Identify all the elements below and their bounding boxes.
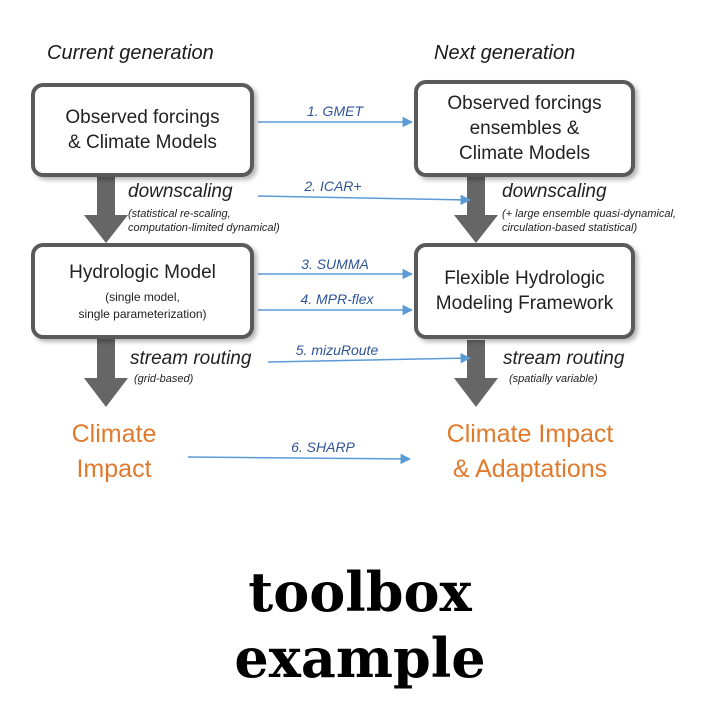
current-forcings-box: Observed forcings & Climate Models	[31, 83, 254, 177]
current-downscaling-note-line1: (statistical re-scaling,	[128, 208, 231, 220]
current-routing-note: (grid-based)	[134, 373, 194, 385]
tool-label-gmet: 1. GMET	[306, 103, 363, 119]
current-model-sub-line2: single parameterization)	[78, 306, 207, 321]
current-impact-line1: Climate	[71, 420, 157, 448]
next-model-line2: Modeling Framework	[435, 293, 614, 314]
current-downscaling-note: (statistical re-scaling, computation-lim…	[128, 207, 280, 236]
next-generation-heading: Next generation	[434, 42, 576, 64]
next-downscaling-label: downscaling	[502, 181, 607, 202]
next-forcings-line3: Climate Models	[459, 143, 590, 165]
current-forcings-line1: Observed forcings	[65, 106, 220, 128]
next-forcings-box: Observed forcings ensembles & Climate Mo…	[414, 80, 635, 177]
caption-line2: example	[234, 625, 486, 690]
next-modeling-framework-box: Flexible Hydrologic Modeling Framework	[414, 243, 635, 339]
current-hydrologic-model-box: Hydrologic Model (single model, single p…	[31, 243, 254, 339]
next-forcings-line2: ensembles &	[469, 117, 580, 139]
tool-label-summa: 3. SUMMA	[301, 256, 369, 272]
tool-label-mizuroute: 5. mizuRoute	[295, 342, 379, 358]
current-model-sub-line1: (single model,	[105, 290, 180, 305]
tool-label-sharp: 6. SHARP	[291, 439, 355, 455]
next-routing-label: stream routing	[503, 348, 625, 369]
next-model-line1: Flexible Hydrologic	[444, 267, 605, 289]
tool-arrow-icar	[257, 194, 472, 206]
tool-label-mpr-flex: 4. MPR-flex	[300, 291, 374, 307]
next-climate-impact: Climate Impact & Adaptations	[410, 417, 650, 487]
next-downscaling-note: (+ large ensemble quasi-dynamical, circu…	[502, 207, 676, 236]
flow-arrow-left-downscaling	[84, 175, 128, 243]
current-impact-line2: Impact	[76, 455, 152, 483]
next-downscaling-note-line2: circulation-based statistical)	[502, 222, 638, 235]
next-downscaling-note-line1: (+ large ensemble quasi-dynamical,	[502, 208, 676, 220]
current-downscaling-note-line2: computation-limited dynamical)	[128, 222, 280, 235]
current-climate-impact: Climate Impact	[52, 417, 176, 487]
current-model-title: Hydrologic Model	[69, 262, 216, 284]
current-routing-label: stream routing	[130, 348, 252, 369]
tool-arrow-sharp	[187, 453, 412, 465]
caption: toolbox example	[0, 560, 720, 692]
flow-arrow-right-downscaling	[454, 175, 498, 243]
current-downscaling-label: downscaling	[128, 181, 233, 202]
current-model-subtitle: (single model, single parameterization)	[78, 289, 206, 321]
caption-line1: toolbox	[248, 560, 472, 624]
next-impact-line2: & Adaptations	[452, 455, 608, 483]
next-impact-line1: Climate Impact	[446, 420, 614, 448]
next-routing-note: (spatially variable)	[509, 373, 598, 385]
tool-label-icar: 2. ICAR+	[304, 178, 362, 194]
tool-arrow-mizuroute	[267, 352, 472, 364]
next-forcings-line1: Observed forcings	[447, 92, 602, 114]
flow-arrow-right-routing	[454, 340, 498, 407]
current-forcings-line2: & Climate Models	[68, 132, 217, 153]
current-generation-heading: Current generation	[47, 42, 214, 64]
flow-arrow-left-routing	[84, 338, 128, 407]
